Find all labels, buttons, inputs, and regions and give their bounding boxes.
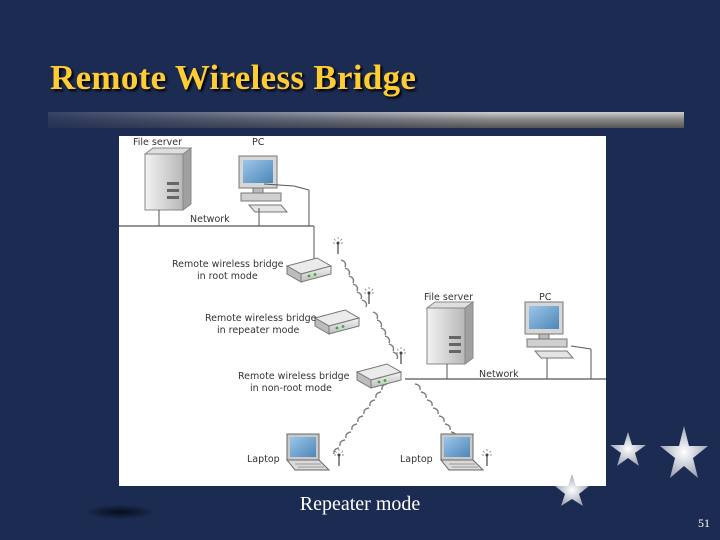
decorative-shadow xyxy=(86,505,154,519)
star-icon xyxy=(610,432,646,466)
label-bridge-repeater: Remote wireless bridge xyxy=(205,313,317,324)
file-server-icon xyxy=(144,147,192,211)
pc-icon xyxy=(238,155,288,213)
label-file-server-top: File server xyxy=(133,137,182,148)
antenna-icon xyxy=(481,448,493,467)
wireless-bridge-icon xyxy=(356,363,402,389)
label-bridge-root-mode: in root mode xyxy=(197,271,258,282)
label-laptop-right: Laptop xyxy=(400,454,433,465)
network-diagram: File server PC Network Remote wireless b… xyxy=(119,136,606,486)
laptop-icon xyxy=(440,433,484,471)
star-icon xyxy=(555,474,589,506)
file-server-icon xyxy=(426,301,474,365)
title-divider xyxy=(48,112,684,128)
antenna-icon xyxy=(332,236,344,255)
wireless-signal-waves xyxy=(333,259,469,455)
label-laptop-left: Laptop xyxy=(247,454,280,465)
wireless-bridge-icon xyxy=(286,257,332,283)
laptop-icon xyxy=(286,433,330,471)
label-bridge-nonroot: Remote wireless bridge xyxy=(238,371,350,382)
antenna-icon xyxy=(333,448,345,467)
wireless-bridge-icon xyxy=(314,309,360,335)
label-bridge-nonroot-mode: in non-root mode xyxy=(250,383,332,394)
label-bridge-root: Remote wireless bridge xyxy=(172,259,284,270)
label-network-right: Network xyxy=(479,369,519,380)
label-network-top: Network xyxy=(190,214,230,225)
star-icon xyxy=(660,426,708,478)
slide-caption: Repeater mode xyxy=(299,493,421,515)
label-pc-top: PC xyxy=(252,137,265,148)
slide-number: 51 xyxy=(698,516,710,530)
label-pc-right: PC xyxy=(539,292,552,303)
decorative-stars xyxy=(555,426,708,506)
pc-icon xyxy=(524,301,574,359)
slide-title: Remote Wireless Bridge xyxy=(50,58,417,97)
label-bridge-repeater-mode: in repeater mode xyxy=(217,325,300,336)
label-file-server-right: File server xyxy=(424,292,473,303)
